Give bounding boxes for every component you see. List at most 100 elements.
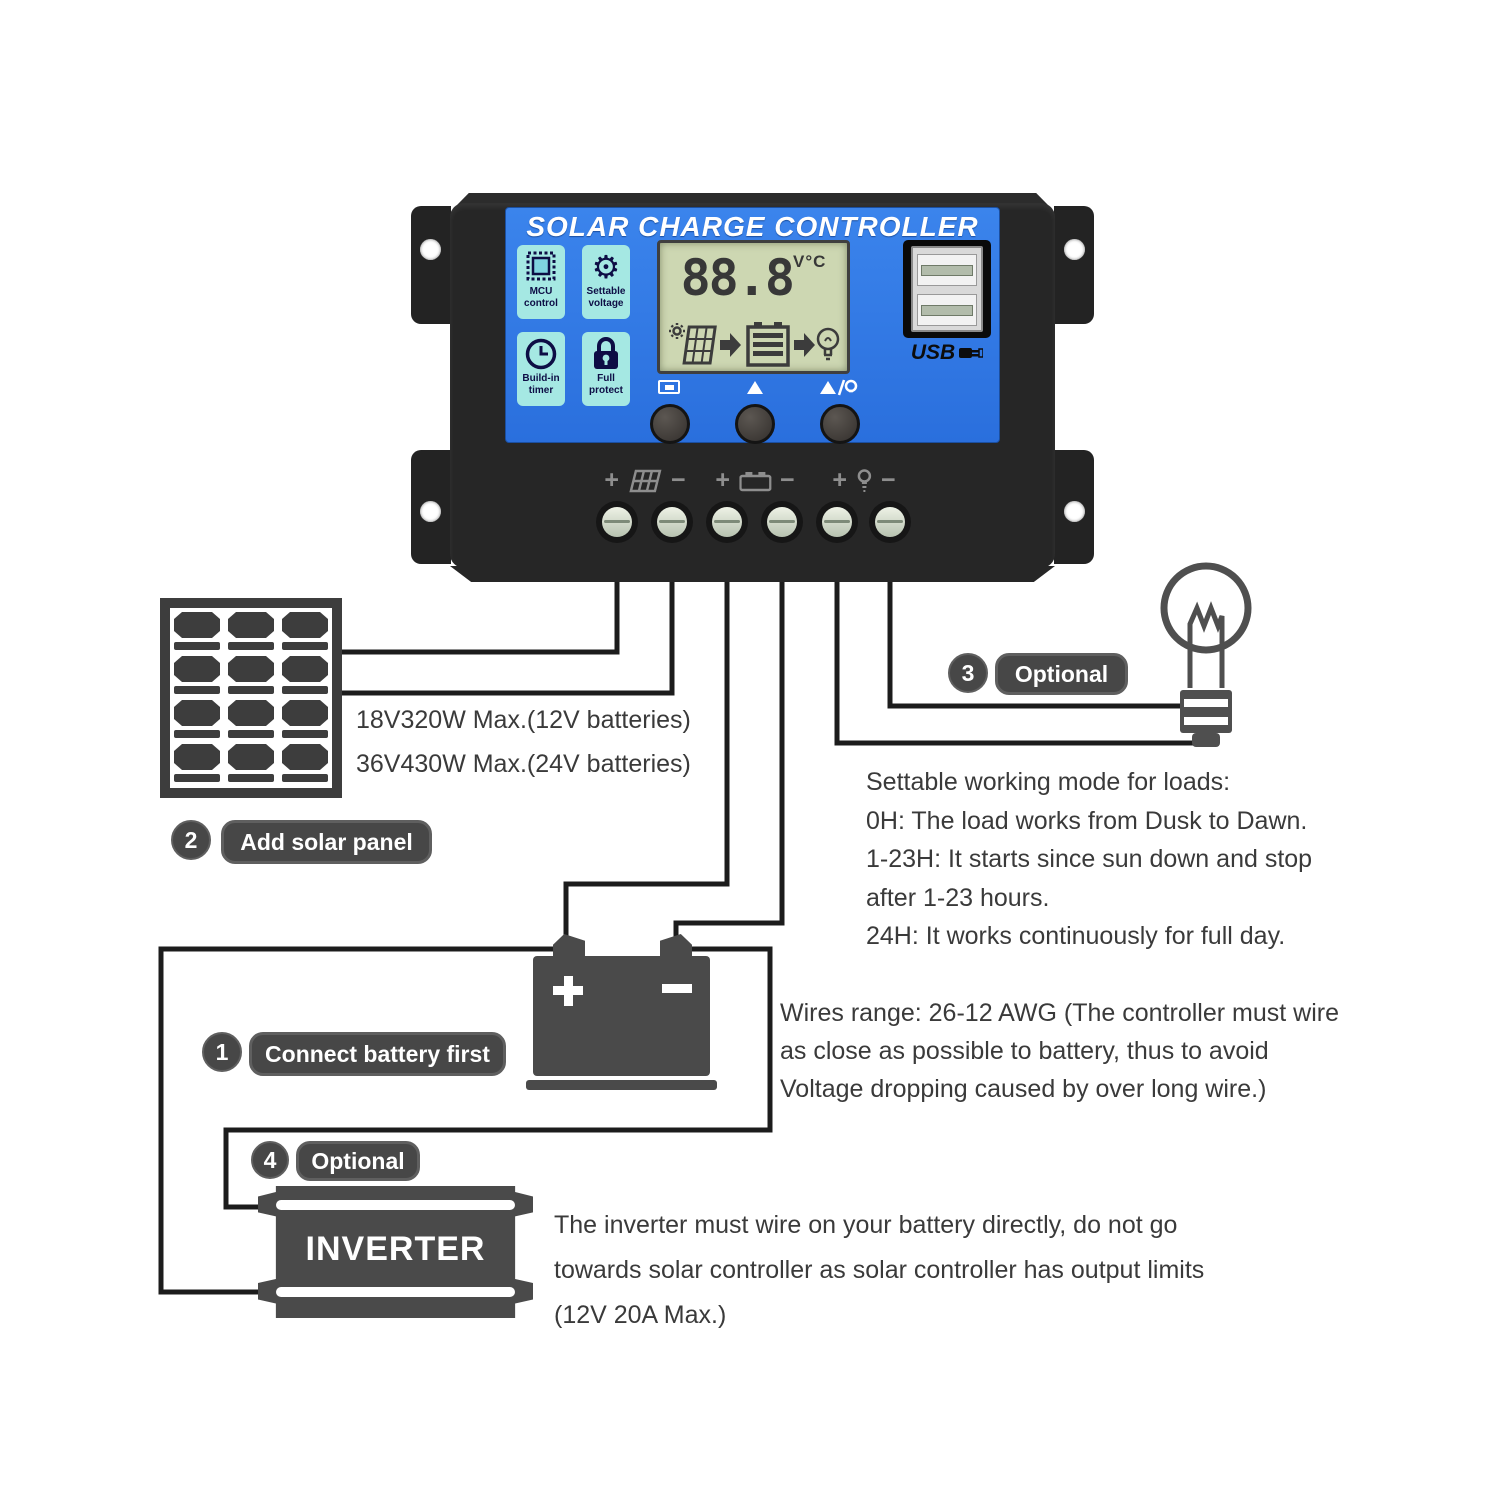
- note-line: Wires range: 26-12 AWG (The controller m…: [780, 999, 1339, 1027]
- wire-inverter-top: [223, 946, 773, 1210]
- battery-base: [526, 1080, 717, 1090]
- mounting-ear-top-left: [411, 206, 451, 324]
- inverter: INVERTER: [258, 1186, 533, 1318]
- step-4-number: 4: [251, 1141, 289, 1179]
- arrow-icon: [794, 333, 815, 357]
- plus-icon: [564, 976, 573, 1006]
- mounting-hole-icon: [1064, 239, 1085, 260]
- step-4-label: Optional: [296, 1141, 420, 1181]
- note-line: 1-23H: It starts since sun down and stop: [866, 845, 1313, 873]
- step-1-number: 1: [202, 1032, 242, 1072]
- note-line: Settable working mode for loads:: [866, 768, 1231, 796]
- arrow-icon: [720, 333, 741, 357]
- note-line: (12V 20A Max.): [554, 1301, 727, 1329]
- plus-sign: +: [832, 466, 847, 494]
- feature-badge-voltage: ⚙ Settable voltage: [582, 245, 630, 319]
- lock-icon: [591, 335, 621, 373]
- step-3-number: 3: [948, 653, 988, 693]
- feature-badge-timer: Build-in timer: [517, 332, 565, 406]
- step-2-label: Add solar panel: [221, 820, 432, 864]
- wire-inverter-bottom: [158, 946, 556, 1295]
- feature-badge-mcu: MCU control: [517, 245, 565, 319]
- note-line: 24H: It works continuously for full day.: [866, 922, 1286, 950]
- wires-range-note: Wires range: 26-12 AWG (The controller m…: [780, 994, 1339, 1108]
- bulb-icon: [816, 327, 840, 361]
- minus-sign: −: [671, 466, 686, 494]
- device-title: SOLAR CHARGE CONTROLLER: [526, 211, 979, 242]
- inverter-note: The inverter must wire on your battery d…: [554, 1203, 1204, 1338]
- load-mode-note: Settable working mode for loads: 0H: The…: [866, 763, 1312, 956]
- usb-ports: [903, 240, 991, 338]
- wire-solar-positive: [338, 565, 620, 655]
- step-2-number: 2: [171, 820, 211, 860]
- lcd-display: 88.8V°C: [657, 240, 850, 374]
- feature-label: timer: [528, 384, 554, 396]
- feature-label: voltage: [588, 297, 624, 309]
- light-bulb-icon: [1160, 562, 1252, 747]
- feature-label: Settable: [586, 286, 626, 297]
- usb-port-icon: [917, 254, 977, 286]
- mounting-hole-icon: [420, 239, 441, 260]
- gear-icon: ⚙: [591, 248, 621, 286]
- battery-icon: [746, 322, 790, 367]
- terminal-screw: [761, 501, 803, 543]
- lcd-flow-icons: [668, 321, 840, 374]
- minus-icon: [662, 984, 692, 993]
- note-line: The inverter must wire on your battery d…: [554, 1211, 1178, 1239]
- plus-sign: +: [715, 466, 730, 494]
- feature-label: protect: [589, 384, 623, 396]
- step-3-label: Optional: [995, 653, 1128, 695]
- arrow-load-icon: [820, 379, 860, 401]
- mounting-hole-icon: [1064, 501, 1085, 522]
- terminal-screw: [706, 501, 748, 543]
- minus-sign: −: [780, 466, 795, 494]
- inverter-label: INVERTER: [305, 1230, 486, 1268]
- plug-icon: [959, 348, 984, 358]
- solar-panel-icon: [628, 469, 662, 492]
- feature-label: Build-in: [522, 373, 560, 384]
- load-mode-button: [820, 404, 860, 444]
- chip-icon: [523, 248, 559, 286]
- panel-spec-line: 18V320W Max.(12V batteries): [356, 706, 691, 734]
- terminal-screw: [651, 501, 693, 543]
- step-1-label: Connect battery first: [249, 1032, 506, 1076]
- wire-solar-negative: [338, 565, 675, 696]
- housing-top-bevel: [457, 193, 1048, 205]
- wire-load-negative: [887, 565, 1184, 709]
- terminal-screw: [596, 501, 638, 543]
- solar-panel: [160, 598, 342, 798]
- up-arrow-icon: [747, 381, 763, 394]
- display-button-icon: [658, 380, 680, 394]
- solar-cells: [174, 612, 328, 782]
- mounting-hole-icon: [420, 501, 441, 522]
- menu-button: [650, 404, 690, 444]
- plus-sign: +: [604, 466, 619, 494]
- terminal-label-load: + −: [832, 466, 895, 495]
- note-line: Voltage dropping caused by over long wir…: [780, 1075, 1267, 1103]
- clock-icon: [524, 335, 558, 373]
- inverter-stripe: [276, 1287, 515, 1297]
- wire-load-positive: [834, 565, 1202, 746]
- feature-label: MCU: [529, 286, 553, 297]
- solar-panel-icon: [682, 325, 717, 365]
- battery-body: [533, 956, 710, 1076]
- usb-logo: USB: [905, 341, 989, 365]
- note-line: after 1-23 hours.: [866, 883, 1050, 912]
- terminal-label-solar: + −: [604, 466, 685, 495]
- panel-spec-line: 36V430W Max.(24V batteries): [356, 750, 691, 778]
- up-button: [735, 404, 775, 444]
- note-line: as close as possible to battery, thus to…: [780, 1037, 1269, 1065]
- feature-badge-protect: Full protect: [582, 332, 630, 406]
- controller-housing-skirt: [450, 566, 1055, 582]
- battery-icon: [739, 471, 771, 491]
- note-line: 0H: The load works from Dusk to Dawn.: [866, 806, 1308, 835]
- feature-label: Full: [597, 373, 615, 384]
- lcd-reading: 88.8: [680, 249, 795, 307]
- inverter-stripe: [276, 1200, 515, 1210]
- terminal-screw: [869, 501, 911, 543]
- usb-port-icon: [917, 294, 977, 326]
- note-line: towards solar controller as solar contro…: [554, 1256, 1205, 1284]
- feature-label: control: [524, 297, 558, 309]
